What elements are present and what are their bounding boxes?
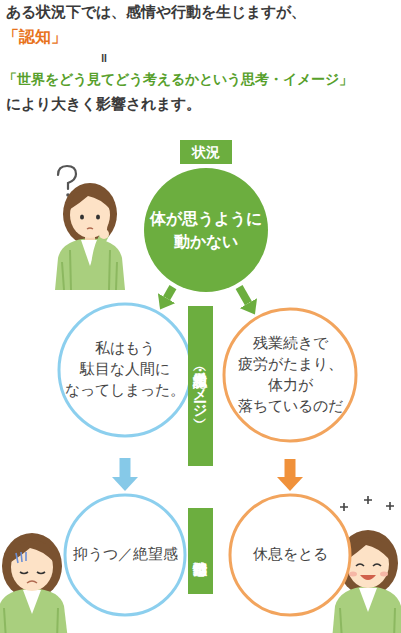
- illustration-part: [27, 581, 37, 583]
- illustration-part: [356, 564, 381, 566]
- node-text: 抑うつ／絶望感: [69, 544, 181, 565]
- illustration-part: [16, 552, 26, 563]
- circle-outline: [230, 495, 350, 615]
- illustration-part: [340, 608, 395, 633]
- intro-text: ある状況下では、感情や行動を生じますが、: [6, 4, 306, 21]
- illustration-part: [58, 166, 76, 189]
- illustration-part: [96, 236, 104, 262]
- illustration-part: [55, 238, 125, 290]
- definition-text: 「世界をどう見てどう考えるかという思考・イメージ」: [3, 71, 353, 88]
- illustration-part: [340, 496, 394, 511]
- illustration-part: [11, 540, 54, 562]
- category-band: 認知（思考・イメージ）: [188, 306, 213, 466]
- thinking-person: [55, 166, 125, 290]
- flow-arrow: [285, 459, 296, 477]
- sad-person: [0, 533, 68, 633]
- illustration-part: [69, 188, 111, 210]
- illustration-part: [0, 588, 68, 633]
- illustration-part: [347, 537, 390, 560]
- flow-arrow: [120, 458, 131, 477]
- node-text: 体が思うように 動かない: [150, 207, 262, 253]
- situation-tag: 状況: [180, 140, 232, 164]
- circle-outline: [65, 495, 185, 615]
- illustration-part: [2, 533, 62, 599]
- node-text: 私はもう 駄目な人間に なってしまった。: [63, 338, 187, 401]
- circle-outline: [59, 304, 191, 436]
- key-term: 「認知」: [3, 27, 67, 46]
- illustration-part: [23, 590, 41, 614]
- illustration-part: [360, 575, 376, 580]
- illustration-part: [20, 572, 45, 574]
- equals-sign: ＝: [97, 51, 114, 65]
- circle-outline: [144, 168, 268, 292]
- illustration-part: [63, 183, 117, 245]
- illustration-part: [105, 223, 106, 231]
- illustration-part: [359, 588, 377, 612]
- thought-circle: 残業続きで 疲労がたまり、 体力が 落ちているのだ: [222, 307, 358, 443]
- node-text: 認知（思考・イメージ）: [194, 362, 208, 410]
- circle-shape: [222, 307, 358, 443]
- flow-arrow: [239, 287, 248, 303]
- intro-text: により大きく影響されます。: [6, 96, 201, 113]
- situation-circle: 状況体が思うように 動かない: [144, 140, 268, 292]
- illustration-part: [332, 586, 401, 633]
- illustration-part: [349, 572, 357, 577]
- node-text: 休息をとる: [234, 544, 346, 565]
- thought-circle: 私はもう 駄目な人間に なってしまった。: [57, 302, 193, 438]
- category-band: 感情行動: [188, 508, 213, 594]
- illustration-part: [80, 214, 84, 219]
- flow-arrow: [167, 287, 173, 298]
- action-circle: 休息をとる: [228, 493, 352, 617]
- emotion-circle: 抑うつ／絶望感: [63, 493, 187, 617]
- illustration-part: [96, 214, 100, 219]
- illustration-part: [380, 572, 388, 577]
- illustration-part: [87, 228, 93, 229]
- circle-outline: [224, 309, 356, 441]
- illustration-part: [4, 608, 58, 633]
- node-text: 残業続きで 疲労がたまり、 体力が 落ちているのだ: [231, 333, 349, 417]
